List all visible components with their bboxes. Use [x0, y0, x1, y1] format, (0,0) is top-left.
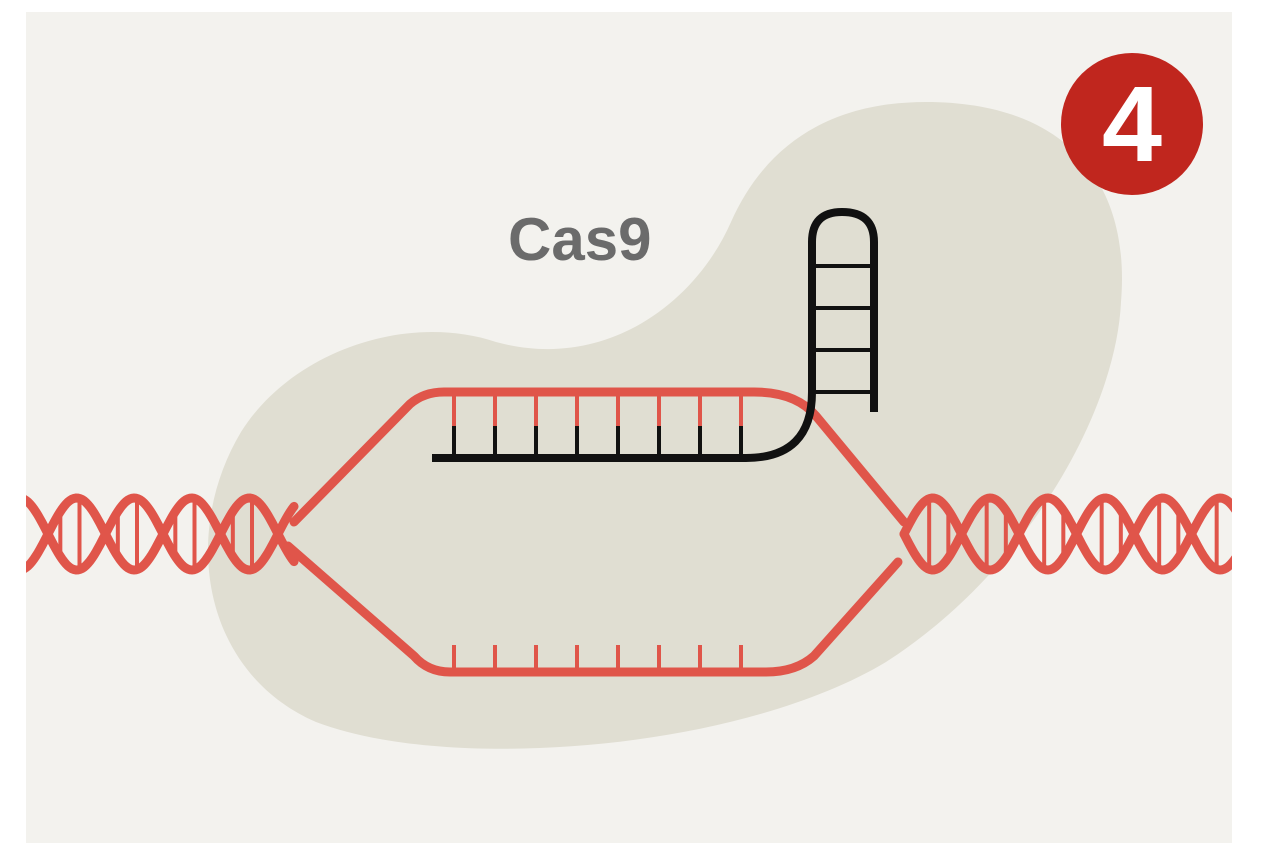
- cas9-diagram-svg: [26, 102, 1232, 749]
- left-helix-strand-a: [26, 493, 299, 575]
- target-strand: [289, 387, 909, 527]
- left-helix-strand-b: [26, 493, 299, 575]
- dna-unwound-bubble: [283, 387, 909, 677]
- diagram-panel: Cas9 4: [26, 12, 1232, 843]
- step-number-badge: 4: [1061, 53, 1203, 195]
- non-target-strand: [283, 541, 903, 677]
- cas9-label: Cas9: [508, 206, 652, 273]
- guide-rna-backbone: [432, 208, 878, 462]
- dna-helix-right: [899, 493, 1232, 575]
- cas9-protein-shape: [208, 102, 1122, 749]
- dna-helix-left: [26, 493, 299, 575]
- guide-rna: [432, 208, 878, 462]
- right-helix-strand-b: [899, 493, 1232, 575]
